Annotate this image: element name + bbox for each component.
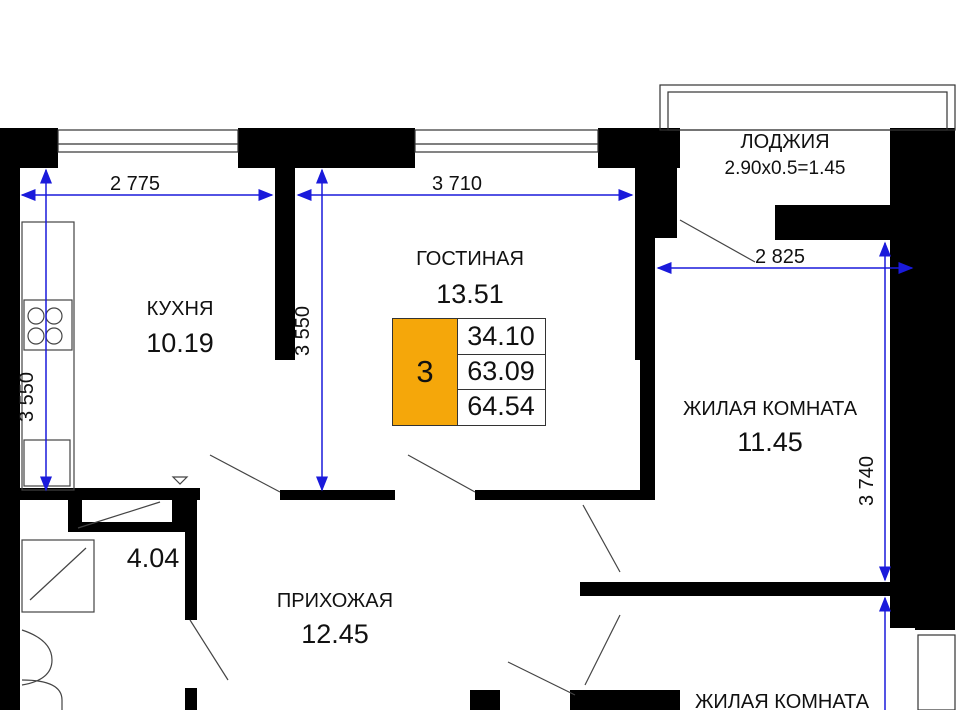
kitchen-width-dim: 2 775 [110,173,161,195]
hall-area: 12.45 [301,619,369,649]
bathroom-area: 4.04 [126,543,180,573]
living-area-value: 34.10 [457,319,545,355]
dimension-lines [20,168,914,710]
windows [57,84,956,710]
bedroom-width-dim: 2 825 [755,246,806,268]
kitchen-area: 10.19 [146,328,214,358]
room-count-badge: 3 [393,319,458,425]
loggia-label: ЛОДЖИЯ [740,131,830,153]
walls [0,128,955,710]
living-height-dim: 3 550 [292,305,315,357]
living-area: 13.51 [436,279,504,309]
fixtures [21,219,756,710]
apartment-summary: 3 34.10 63.09 64.54 [392,318,546,426]
living-width-dim: 3 710 [432,173,483,195]
total-with-loggia-value: 64.54 [467,391,535,421]
bedroom1-area: 11.45 [737,427,803,457]
loggia-area: 2.90x0.5=1.45 [724,158,846,179]
bedroom-height-dim: 3 740 [856,455,879,507]
hall-label: ПРИХОЖАЯ [276,590,394,612]
bedroom1-label: ЖИЛАЯ КОМНАТА [682,398,858,420]
bedroom2-label: ЖИЛАЯ КОМНАТА [682,690,882,710]
living-label: ГОСТИНАЯ [416,248,524,270]
kitchen-label: КУХНЯ [146,298,214,320]
kitchen-height-dim: 3 550 [16,371,39,423]
total-area-value: 63.09 [457,354,545,390]
